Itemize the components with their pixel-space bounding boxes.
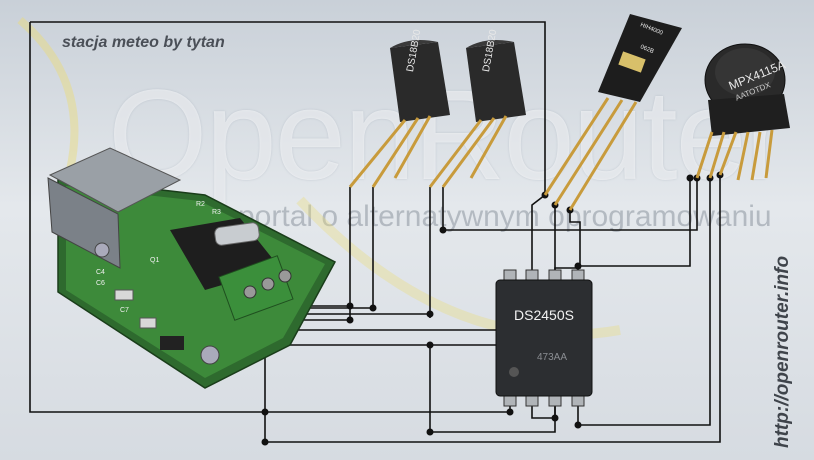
board-label: C6: [96, 280, 105, 287]
diagram-title: stacja meteo by tytan: [62, 34, 225, 51]
crystal: [214, 222, 260, 246]
hih4000-sensor: [543, 14, 682, 211]
usb-connector: [48, 147, 182, 213]
wire-hih-b: [554, 210, 581, 275]
ds2450-label: DS2450S: [514, 307, 574, 323]
wire-mpx-out: [577, 178, 691, 275]
ds2450s-chip: [495, 269, 593, 407]
wire-top: [30, 21, 546, 195]
mount-hole: [200, 345, 220, 365]
board-label: R2: [196, 201, 205, 208]
watermark-tagline: portal o alternatywnym oprogramowaniu: [238, 200, 772, 233]
wire-ds2-b: [442, 178, 698, 231]
ds2450-code: 473AA: [537, 352, 567, 363]
ds18b20-sensor-2: [428, 40, 526, 188]
background-cable: [17, 16, 79, 171]
wire-ground: [265, 175, 721, 443]
board-label: C4: [96, 269, 105, 276]
board-label: Q1: [150, 257, 159, 264]
site-url: http://openrouter.info: [772, 255, 793, 448]
pcb-board: [47, 147, 337, 389]
board-label: C7: [120, 307, 129, 314]
hih-code: 062B: [639, 44, 654, 55]
mpx4115a-sensor: [695, 43, 790, 181]
ds18b20-sensor-1: [348, 40, 450, 188]
board-label: R3: [212, 209, 221, 216]
